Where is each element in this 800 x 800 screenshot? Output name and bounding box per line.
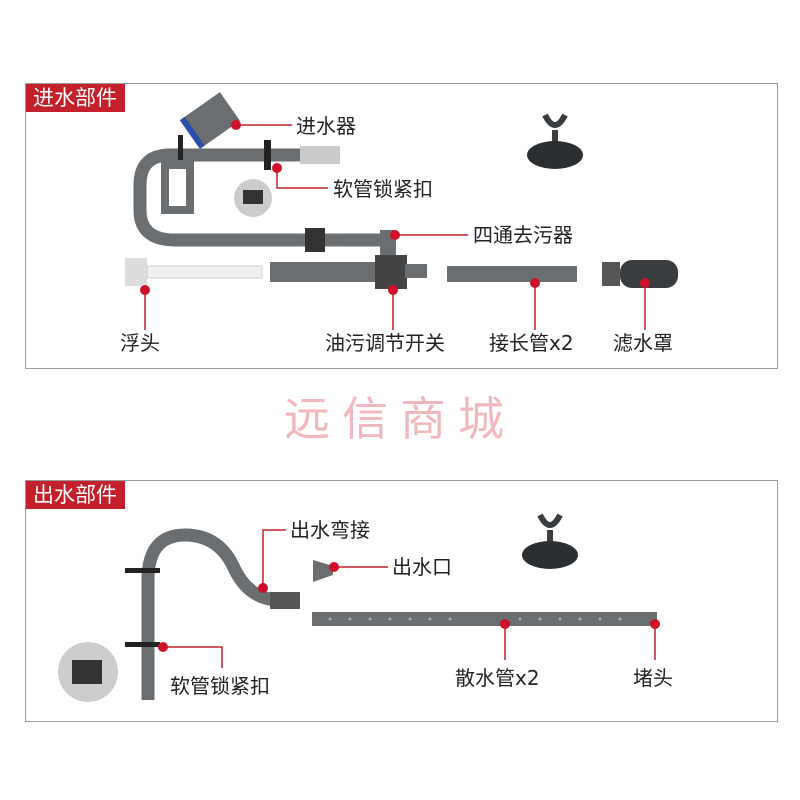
float-tube [146, 265, 263, 279]
outlet-marker-dots [158, 562, 660, 652]
watermark: 远信商城 [284, 392, 516, 446]
intake-marker-dots [140, 120, 650, 295]
label-intake: 进水器 [296, 114, 356, 138]
hose-clamp-intake [264, 140, 271, 170]
hose-stub [300, 146, 340, 164]
spray-bar-holes [328, 617, 622, 621]
label-oil-switch: 油污调节开关 [325, 331, 445, 355]
label-spray-bar: 散水管x2 [455, 666, 540, 690]
label-extension: 接长管x2 [489, 331, 574, 355]
clamp-thumbnail-part [243, 190, 263, 204]
clamp-screw [178, 135, 183, 160]
label-four-way: 四通去污器 [473, 223, 573, 247]
label-end-cap: 堵头 [633, 666, 673, 690]
suction-cup-top [527, 141, 583, 169]
elbow-clamp-screw [125, 568, 160, 573]
float-head [125, 258, 147, 286]
label-strainer: 滤水罩 [613, 331, 673, 355]
intake-pipe [133, 148, 395, 247]
intake-head [179, 92, 240, 149]
intake-leader-lines [144, 124, 646, 330]
suction-cup-bottom-icon [537, 513, 563, 545]
extension-pipe [447, 266, 577, 282]
suction-cup-top-icon [542, 113, 568, 145]
strainer-body [620, 260, 678, 288]
label-float-head: 浮头 [120, 331, 160, 355]
label-elbow: 出水弯接 [290, 518, 370, 542]
oil-switch-outlet [405, 264, 427, 278]
skim-pipe [270, 262, 385, 282]
hose-clamp-outlet [125, 642, 160, 647]
label-nozzle: 出水口 [392, 555, 452, 579]
suction-cup-bottom [522, 541, 578, 569]
strainer-cap [602, 262, 620, 286]
clamp-thumbnail-outlet-part [72, 660, 102, 684]
label-hose-clamp-outlet: 软管锁紧扣 [170, 674, 270, 698]
oil-switch-body [375, 255, 407, 289]
outlet-leader-lines [163, 529, 656, 668]
spray-bar [312, 612, 657, 626]
elbow-nut [270, 592, 300, 609]
label-hose-clamp-intake: 软管锁紧扣 [333, 177, 433, 201]
outlet-elbow [141, 528, 281, 700]
nozzle-shape [313, 560, 333, 582]
outlet-section-title: 出水部件 [26, 481, 125, 509]
clamp-bracket [161, 161, 194, 214]
pipe-coupler [305, 228, 325, 252]
intake-section-title: 进水部件 [26, 84, 125, 112]
